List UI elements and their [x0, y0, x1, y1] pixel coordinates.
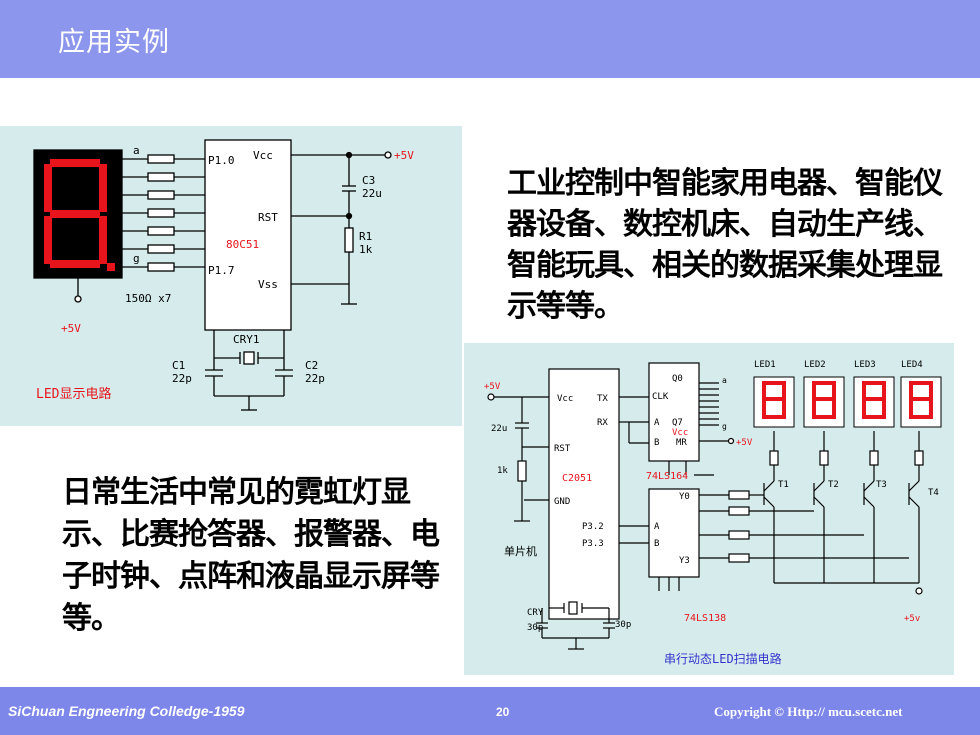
chip-c2051	[548, 368, 620, 620]
mcu-label: 单片机	[504, 544, 537, 558]
t4-label: T4	[928, 488, 939, 498]
scan-seg-g-label: g	[722, 422, 727, 431]
led-circuit-caption: LED显示电路	[36, 386, 111, 402]
scan-circuit-panel: Vcc TX RX RST C2051 GND P3.2 P3.3 CRY 30…	[464, 343, 954, 675]
supply-mid-label: +5V	[736, 438, 753, 448]
a-label: A	[654, 418, 660, 428]
y3-label: Y3	[679, 556, 690, 566]
header-bar: 应用实例	[0, 0, 980, 78]
chip-74ls138-label: 74LS138	[684, 613, 726, 624]
chip-74ls164	[648, 362, 700, 462]
c1-label: C1	[172, 359, 185, 372]
resistors-label: 150Ω x7	[125, 292, 171, 305]
scan-circuit-diagram: Vcc TX RX RST C2051 GND P3.2 P3.3 CRY 30…	[484, 360, 942, 666]
supply-left-label: +5V	[484, 382, 501, 392]
seg-g-label: g	[133, 252, 140, 265]
b-label: B	[654, 438, 659, 448]
led-circuit-panel: a g P1.0 Vcc RST 80C51 P1.7 Vss 150Ω x7 …	[0, 126, 462, 426]
industrial-applications-text: 工业控制中智能家用电器、智能仪器设备、数控机床、自动生产线、智能玩具、相关的数据…	[507, 166, 943, 324]
rst-label: RST	[554, 444, 571, 454]
seg-a-label: a	[133, 144, 140, 157]
q7-label: Q7	[672, 418, 683, 428]
led4-label: LED4	[901, 360, 923, 370]
vss-label: Vss	[258, 278, 278, 291]
p32-label: P3.2	[582, 522, 604, 532]
slide-title: 应用实例	[58, 27, 170, 58]
y0-label: Y0	[679, 492, 690, 502]
clk-label: CLK	[652, 392, 669, 402]
led3-label: LED3	[854, 360, 876, 370]
cry-label: CRY	[527, 608, 544, 618]
vcc-label: Vcc	[253, 149, 273, 162]
mr-label: MR	[676, 438, 687, 448]
footer-bar: SiChuan Engneering Colledge-1959 20 Copy…	[0, 687, 980, 735]
c2-value: 22p	[305, 372, 325, 385]
res-1k-label: 1k	[497, 466, 508, 476]
t3-label: T3	[876, 480, 887, 490]
rst-label: RST	[258, 211, 278, 224]
tx-label: TX	[597, 394, 608, 404]
page-number: 20	[496, 705, 510, 719]
cap-22u-label: 22u	[491, 424, 507, 434]
dec-b-label: B	[654, 539, 659, 549]
cap-left-label: 30p	[527, 623, 543, 633]
led2-label: LED2	[804, 360, 826, 370]
led1-label: LED1	[754, 360, 776, 370]
vcc-label: Vcc	[557, 394, 573, 404]
pin-p10-label: P1.0	[208, 154, 235, 167]
c1-value: 22p	[172, 372, 192, 385]
vcc2-label: Vcc	[672, 428, 688, 438]
chip-c2051-label: C2051	[562, 473, 592, 484]
rx-label: RX	[597, 418, 608, 428]
chip-74ls164-label: 74LS164	[646, 471, 688, 482]
cap-right-label: 30p	[615, 620, 631, 630]
scan-circuit-caption: 串行动态LED扫描电路	[664, 651, 782, 666]
seven-segment-digit-8	[44, 159, 115, 271]
supply-bottom-label: +5V	[61, 322, 81, 335]
chip-74ls138	[648, 488, 700, 578]
q0-label: Q0	[672, 374, 683, 384]
crystal-label: CRY1	[233, 333, 260, 346]
p33-label: P3.3	[582, 539, 604, 549]
scan-seg-a-label: a	[722, 376, 727, 385]
dec-a-label: A	[654, 522, 660, 532]
t1-label: T1	[778, 480, 789, 490]
gnd-label: GND	[554, 497, 570, 507]
led-circuit-diagram: a g P1.0 Vcc RST 80C51 P1.7 Vss 150Ω x7 …	[33, 139, 414, 411]
c2-label: C2	[305, 359, 318, 372]
daily-applications-text: 日常生活中常见的霓虹灯显示、比赛抢答器、报警器、电子时钟、点阵和液晶显示屏等等。	[62, 475, 440, 636]
supply-right-label: +5v	[904, 614, 920, 624]
c3-value: 22u	[362, 187, 382, 200]
t2-label: T2	[828, 480, 839, 490]
supply-label: +5V	[394, 149, 414, 162]
pin-p17-label: P1.7	[208, 264, 235, 277]
footer-copyright: Copyright © Http:// mcu.scetc.net	[714, 704, 903, 719]
r1-value: 1k	[359, 243, 373, 256]
footer-org: SiChuan Engneering Colledge-1959	[8, 703, 245, 719]
chip-label: 80C51	[226, 238, 259, 251]
chip-80c51	[204, 139, 292, 331]
c3-label: C3	[362, 174, 375, 187]
r1-label: R1	[359, 230, 372, 243]
